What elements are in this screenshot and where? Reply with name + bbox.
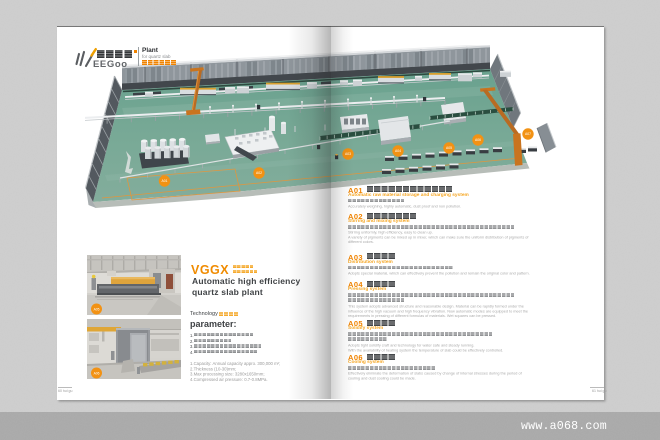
svg-text:A06: A06 [94,372,100,376]
svg-text:A05: A05 [446,146,452,150]
svg-text:A05: A05 [94,308,100,312]
svg-text:A02: A02 [256,171,262,175]
svg-text:A04: A04 [395,149,401,153]
svg-text:EEGoo: EEGoo [93,59,128,70]
svg-text:A01: A01 [161,179,167,183]
svg-text:A07: A07 [525,132,531,136]
svg-text:A03: A03 [345,152,351,156]
svg-text:A06: A06 [475,138,481,142]
